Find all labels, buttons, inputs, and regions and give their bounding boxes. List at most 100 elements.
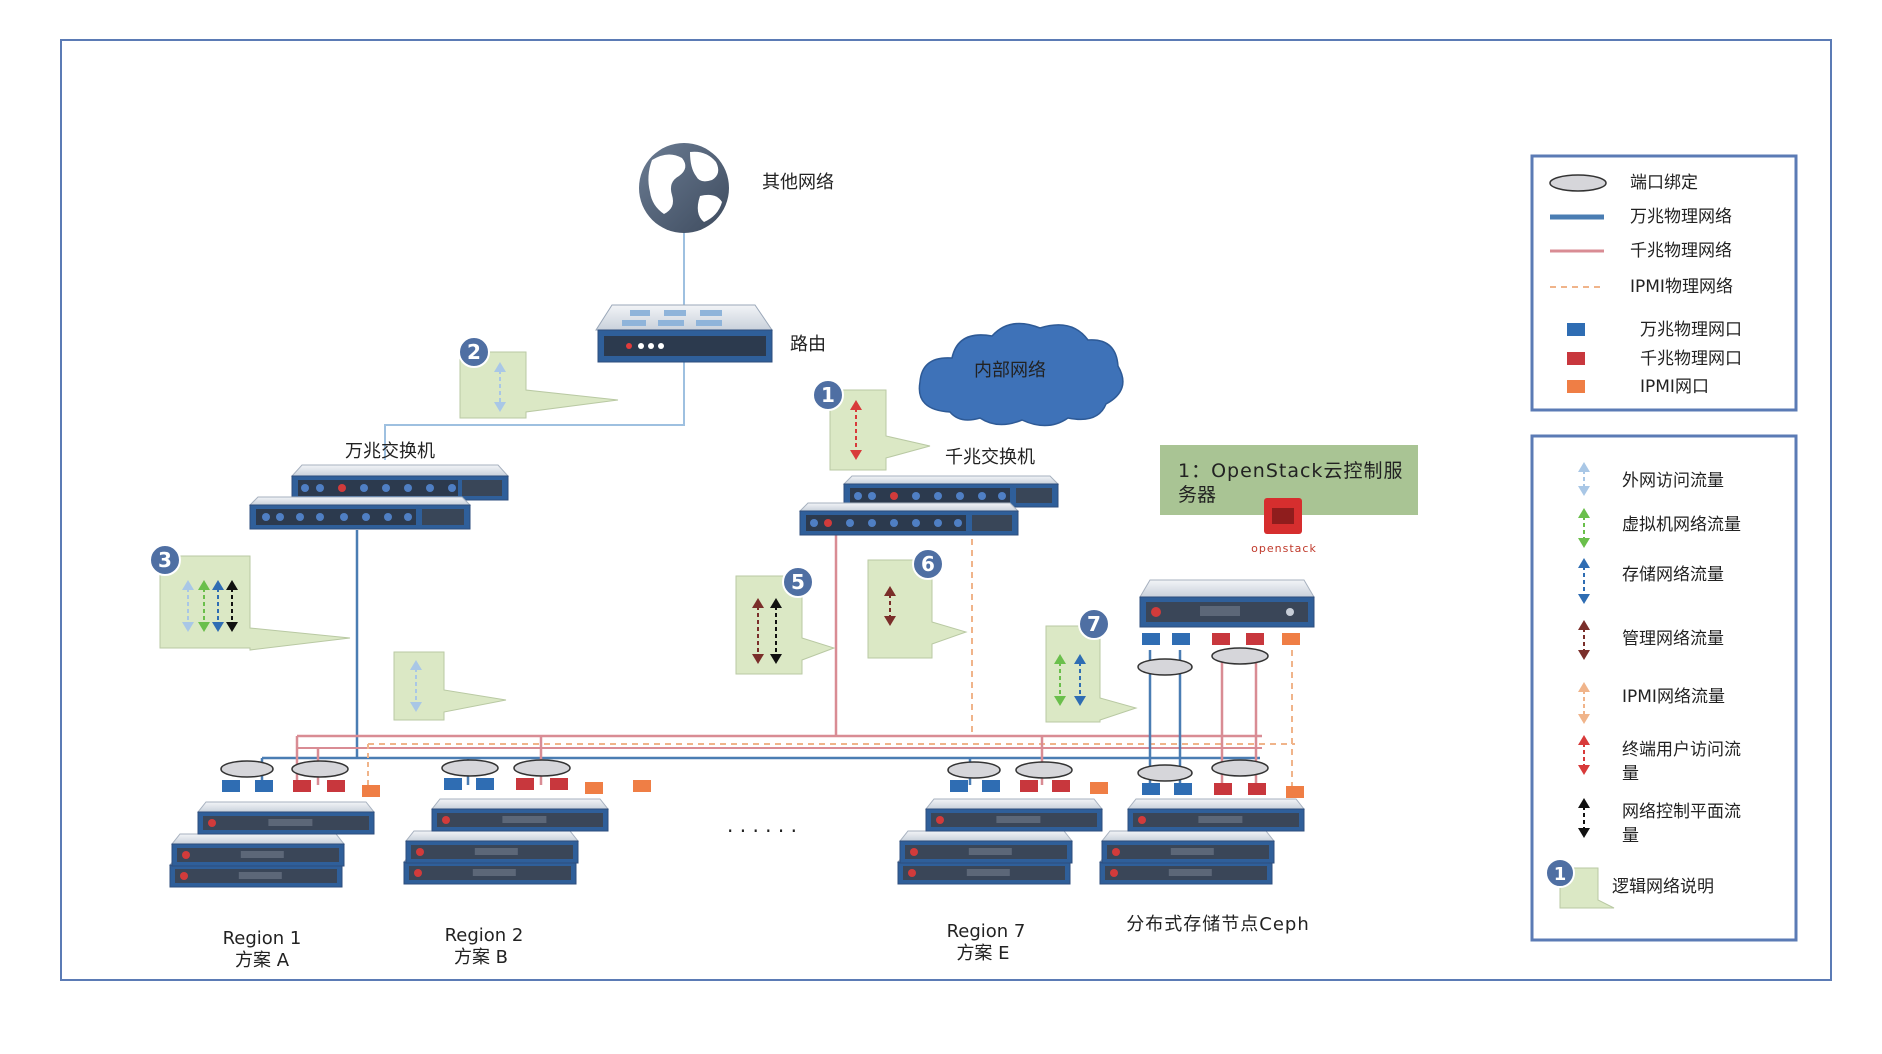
callout-badge [149,544,181,576]
switch-led [338,484,346,492]
server-power-led [182,851,190,859]
switch-led [854,492,862,500]
legend-logical-label: 逻辑网络说明 [1612,877,1714,897]
server-drive-bay [472,869,516,876]
server-power-led [442,816,450,824]
server-drive-bay [1168,869,1212,876]
legend-physical-item: 万兆物理网口 [1567,320,1742,340]
vm-flow-arrow [1054,654,1066,706]
switch-led [340,513,348,521]
arrow-vm-icon [1578,508,1590,548]
network-port [950,780,968,792]
server-stack [168,760,380,888]
network-port [1286,786,1304,798]
port-ipmi-icon [1567,380,1585,393]
server-drive-bay [996,816,1041,823]
network-port [982,780,1000,792]
network-port [516,778,534,790]
legend-logical-label: IPMI网络流量 [1622,687,1725,707]
port-bond [291,760,349,778]
port-1g-icon [1567,352,1585,365]
openstack-server-label-line1: 1：OpenStack云控制服 [1178,460,1403,482]
legend-logical-label: 管理网络流量 [1622,629,1724,649]
switch-led [276,513,284,521]
port-bond [1211,759,1269,777]
server-top [1126,798,1306,810]
ten-g-switch-icon [248,464,510,530]
server-stack [402,759,651,885]
switch-led [846,519,854,527]
callout: 7 [1045,608,1138,723]
internal-network-label: 内部网络 [974,360,1046,381]
arrow-storage-icon [1578,558,1590,604]
server-drive-bay [240,851,284,858]
arrow-ipmi-icon [1578,682,1590,724]
globe-icon [639,143,729,233]
switch-led [824,519,832,527]
legend-logical-label: 网络控制平面流 [1622,802,1741,822]
switch-led [404,513,412,521]
callout-number: 6 [921,552,935,576]
management-flow-arrow [752,598,764,664]
callout-number: 2 [467,340,481,364]
port-bond [220,760,274,778]
server-power-led [936,816,944,824]
legend-physical-label: IPMI物理网络 [1630,277,1733,297]
network-port [362,785,380,797]
external-flow-arrow [494,362,506,412]
callout-badge [812,379,844,411]
server-stack [1098,759,1306,885]
server-drive-bay [474,848,518,855]
server-drive-bay [1170,848,1214,855]
one-g-switch-leds [810,492,1006,527]
one-g-switch-label: 千兆交换机 [945,447,1035,468]
network-port [1052,780,1070,792]
callout-number: 5 [791,570,805,594]
region-ellipsis: · · · · · · [727,819,797,843]
network-port [1174,783,1192,795]
port-bond [513,759,571,777]
legend-logical-label: 存储网络流量 [1622,565,1724,585]
switch-led [810,519,818,527]
legend-physical-item: 万兆物理网络 [1550,207,1732,227]
server-power-led [416,848,424,856]
legend-physical-item: 千兆物理网口 [1567,349,1742,369]
callout-number: 1 [821,383,835,407]
network-port [327,780,345,792]
server-stack [896,761,1108,885]
server-top [430,798,610,810]
external-flow-arrow [182,580,194,632]
storage-flow-arrow [1074,654,1086,706]
switch-led [934,492,942,500]
legend-physical-label: 千兆物理网口 [1640,349,1742,369]
arrow-management-icon [1578,620,1590,660]
openstack-control-server [1137,579,1315,676]
vm-flow-arrow [198,580,210,632]
server-drive-bay [268,819,313,826]
server-power-led [1112,848,1120,856]
switch-led [998,492,1006,500]
control-flow-arrow [226,580,238,632]
legend-logical-label: 外网访问流量 [1622,471,1724,491]
legend-logical-label: 量 [1622,826,1639,846]
network-port [1090,782,1108,794]
switch-led [912,519,920,527]
switch-led [954,519,962,527]
network-port [476,778,494,790]
switch-led [912,492,920,500]
arrow-control-icon [1578,798,1590,838]
network-port [550,778,568,790]
switch-led [426,484,434,492]
server-power-led [1110,869,1118,877]
legend-physical: 端口绑定万兆物理网络千兆物理网络IPMI物理网络万兆物理网口千兆物理网口IPMI… [1549,173,1742,397]
ten-g-switch-leds [262,484,456,521]
outer-frame [60,39,1832,981]
legend-logical-label: 量 [1622,764,1639,784]
switch-led [296,513,304,521]
callout-badge [782,566,814,598]
external-flow-arrow [410,660,422,712]
legend-physical-label: 万兆物理网络 [1630,207,1732,227]
router-icon [595,304,773,363]
